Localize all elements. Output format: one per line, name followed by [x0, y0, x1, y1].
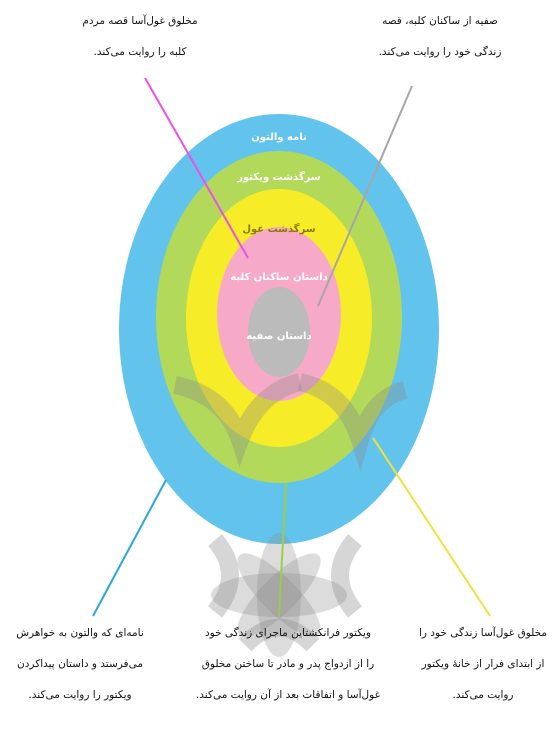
note-line: از ابتدای فرار از خانهٔ ویکتور — [408, 649, 558, 680]
label-safie-story: داستان صفیه — [246, 331, 311, 342]
note-line: ویکتور را روایت می‌کند. — [0, 680, 160, 711]
note-line: نامه‌ای که والتون به خواهرش — [0, 618, 160, 649]
note-bottom-right: مخلوق غول‌آسا زندگی خود را از ابتدای فرا… — [408, 618, 558, 711]
label-cottagers-story: داستان ساکنان کلبه — [230, 272, 328, 283]
note-line: غول‌آسا و اتفاقات بعد از آن روایت می‌کند… — [188, 680, 388, 711]
label-victor-story: سرگذشت ویکتور — [236, 170, 321, 183]
note-bottom-left: نامه‌ای که والتون به خواهرش می‌فرستد و د… — [0, 618, 160, 711]
note-top-right: صفیه از ساکنان کلبه، قصه زندگی خود را رو… — [340, 6, 540, 68]
note-line: می‌فرستد و داستان پیداکردن — [0, 649, 160, 680]
note-line: صفیه از ساکنان کلبه، قصه — [340, 6, 540, 37]
leader-line-bottom-left — [93, 480, 166, 616]
label-creature-story: سرگذشت غول — [242, 222, 315, 235]
label-walton-letter: نامه والتون — [251, 132, 307, 143]
note-line: روایت می‌کند. — [408, 680, 558, 711]
note-top-left: مخلوق غول‌آسا قصه مردم کلبه را روایت می‌… — [40, 6, 240, 68]
leader-line-bottom-right — [373, 438, 490, 616]
note-line: مخلوق غول‌آسا قصه مردم — [40, 6, 240, 37]
note-line: زندگی خود را روایت می‌کند. — [340, 37, 540, 68]
note-bottom-middle: ویکتور فرانکشتاین ماجرای زندگی خود را از… — [188, 618, 388, 711]
note-line: مخلوق غول‌آسا زندگی خود را — [408, 618, 558, 649]
note-line: را از ازدواج پدر و مادر تا ساختن مخلوق — [188, 649, 388, 680]
note-line: ویکتور فرانکشتاین ماجرای زندگی خود — [188, 618, 388, 649]
note-line: کلبه را روایت می‌کند. — [40, 37, 240, 68]
